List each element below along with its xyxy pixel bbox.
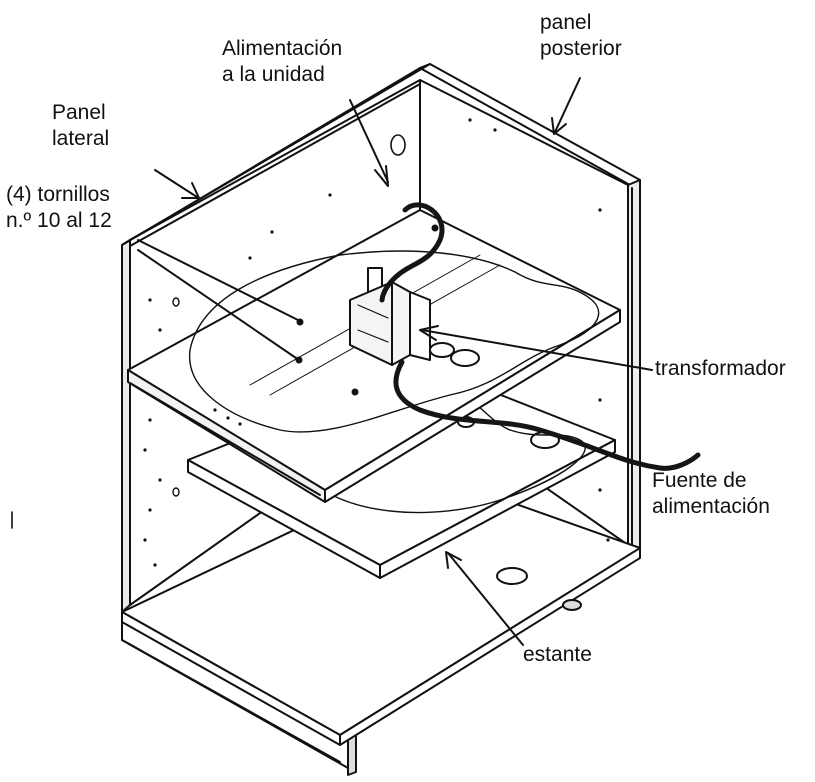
panel-holes (143, 118, 610, 567)
label-side-panel: Panel lateral (52, 101, 110, 150)
leader-lines (137, 77, 653, 646)
screw-points (295, 224, 439, 396)
power-cords (379, 202, 701, 471)
cabinet-floor (121, 469, 641, 746)
label-power-to-unit: Alimentación a la unidad (222, 37, 343, 86)
transformer (349, 267, 431, 366)
label-power-source: Fuente de alimentación (652, 469, 770, 518)
lower-shelf (187, 364, 616, 579)
label-screws: (4) tornillos n.º 10 al 12 (6, 183, 112, 232)
label-back-panel: panel posterior (540, 11, 622, 60)
label-transformer: transformador (655, 357, 786, 380)
label-shelf: estante (523, 643, 592, 666)
